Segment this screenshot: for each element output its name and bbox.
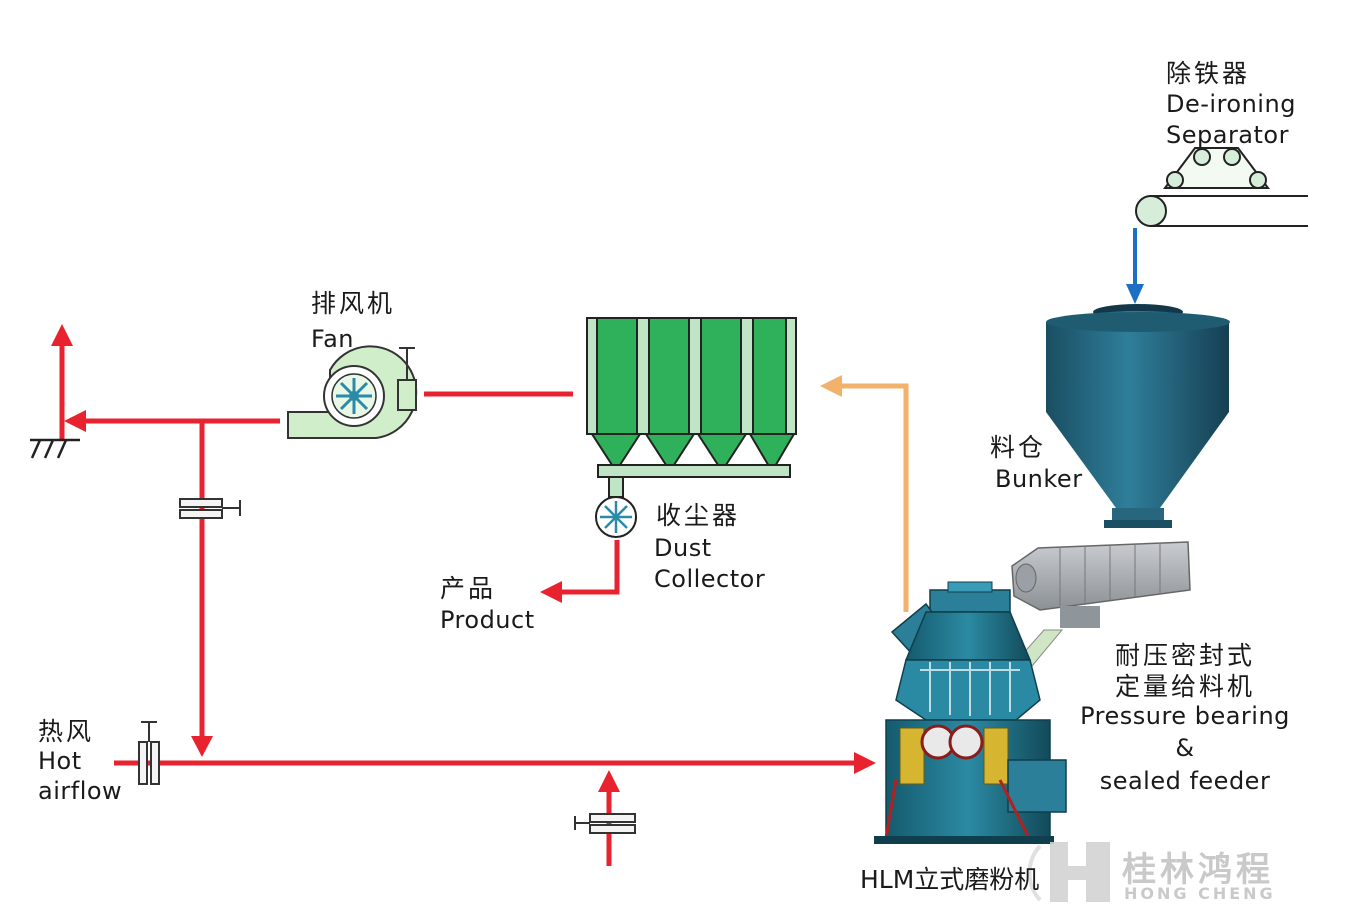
bunker-label-en: Bunker: [995, 465, 1083, 493]
feeder-label-cn-1: 耐压密封式: [1114, 641, 1255, 670]
down-arrow: [191, 736, 213, 757]
bottom-up-arrow: [598, 770, 620, 792]
left-arrow: [64, 410, 86, 432]
fan-label-en: Fan: [311, 325, 355, 353]
damper-bottom: [574, 813, 636, 834]
deironing-separator-unit: [1135, 147, 1308, 227]
dust-collector-unit: [586, 317, 797, 538]
watermark-en: HONG CHENG: [1124, 884, 1276, 903]
dust-collector-label-en-2: Collector: [654, 565, 766, 593]
product-duct: [562, 540, 620, 595]
feed-arrow: [1126, 228, 1144, 304]
bunker-label-cn: 料仓: [990, 433, 1047, 462]
mill-inlet-arrow: [854, 752, 876, 774]
mill-to-collector-line: [820, 375, 909, 612]
mill-label: HLM立式磨粉机: [860, 865, 1040, 894]
feeder-label-en-1: Pressure bearing: [1080, 702, 1290, 730]
damper-left-duct: [179, 498, 241, 519]
deironing-label-en-1: De-ironing: [1166, 90, 1296, 118]
hot-airflow-label-en-2: airflow: [38, 777, 123, 805]
vertical-mill-unit: [874, 581, 1067, 844]
feeder-label-cn-2: 定量给料机: [1114, 672, 1255, 701]
feeder-label-en-3: sealed feeder: [1099, 767, 1271, 795]
feeder-label-en-2: &: [1175, 734, 1195, 762]
product-label-cn: 产品: [440, 574, 497, 603]
fan-unit: [287, 345, 418, 439]
airflow-arrows: [51, 324, 876, 792]
bunker-unit: [1046, 304, 1230, 528]
hot-airflow-label-cn: 热风: [38, 717, 95, 746]
ground-symbol: [30, 438, 80, 459]
fan-label-cn: 排风机: [311, 289, 396, 318]
brand-logo: [1027, 842, 1110, 902]
watermark-cn: 桂林鸿程: [1122, 850, 1274, 890]
product-label-en: Product: [440, 606, 535, 634]
exhaust-arrow: [51, 324, 73, 346]
damper-hot-air: [138, 721, 160, 785]
deironing-label-en-2: Separator: [1166, 121, 1289, 149]
hot-airflow-label-en-1: Hot: [38, 747, 82, 775]
dust-collector-label-cn: 收尘器: [656, 501, 741, 530]
dust-collector-label-en-1: Dust: [654, 534, 712, 562]
deironing-label-cn: 除铁器: [1166, 59, 1251, 88]
product-arrow: [540, 581, 562, 603]
